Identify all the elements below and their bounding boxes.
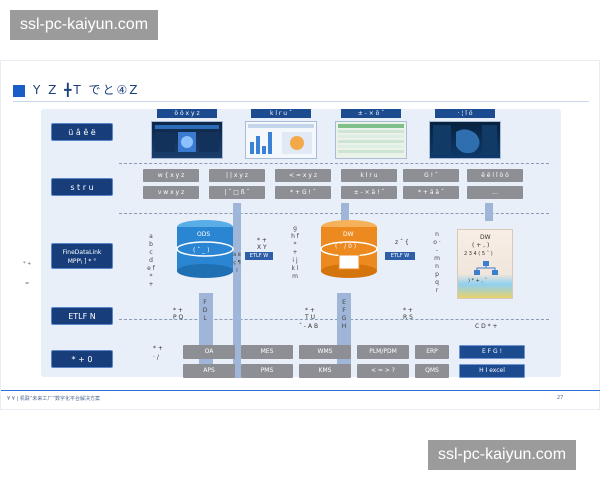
watermark-top: ssl-pc-kaiyun.com <box>10 10 159 40</box>
arrow-column-main <box>233 203 241 378</box>
rs-top: * + <box>403 307 413 314</box>
app-box-2b: | ˆ □ ß ˆ <box>209 186 265 199</box>
row-label-application: s t r u <box>51 178 113 196</box>
ods-database-icon <box>176 220 234 278</box>
pq-label: P Q <box>173 314 184 321</box>
dw-sub: ( ˆ / 0 ) <box>335 243 357 250</box>
title-mark-icon <box>13 85 25 97</box>
watermark-bottom: ssl-pc-kaiyun.com <box>428 440 577 470</box>
app-box-1a: w { x y z <box>143 169 199 182</box>
col-text-mid: g h f * + i j k l m <box>291 225 299 280</box>
app-box-2a: | | x y z <box>209 169 265 182</box>
ods-label: ODS <box>197 231 211 238</box>
dw2-sub: ( + , ) <box>472 242 490 249</box>
dash-row-3 <box>119 319 549 320</box>
row-label-finedatalink-line1: FineDataLink <box>62 249 102 256</box>
system-other: < = > ? <box>357 364 409 378</box>
screenshot-dashboard-1 <box>151 121 223 159</box>
slide-title: Y Z ╋T でと④Z <box>33 83 140 97</box>
dw2-label: DW <box>480 234 491 241</box>
tu-top: * + <box>305 307 315 314</box>
arrow-column-main-label: ä ë ç ¶ ï <box>233 252 241 274</box>
dw2-line3: ) * + , ˆ <box>468 278 488 284</box>
flow-label-c: z ˆ { <box>395 239 409 246</box>
screenshot-dashboard-2 <box>245 121 317 159</box>
system-pms: PMS <box>241 364 293 378</box>
row-label-source: * + 0 <box>51 350 113 368</box>
ods-sub: ( ˆ _ ) <box>193 247 210 254</box>
left-side-label: * + <box>23 261 32 267</box>
screen-tag-1: ö ö x y z <box>157 109 217 118</box>
dw-label: DW <box>343 231 354 238</box>
app-box-4b: ± - × ä ! ˆ <box>341 186 397 199</box>
system-blue-1: E F G ! <box>459 345 525 359</box>
system-mes: MES <box>241 345 293 359</box>
system-aps: APS <box>183 364 235 378</box>
etl-arrow-1: ETLF W <box>245 252 273 260</box>
screen-tag-4: · ¦ î ö <box>435 109 495 118</box>
footer-divider <box>1 390 600 391</box>
etl-arrow-2: ETLF W <box>385 252 415 260</box>
footer-text: ¥ ¥ | 机联“未来工厂”数字化平台解决方案 <box>7 396 100 402</box>
row-label-finedatalink: FineDataLink MPP\ ] * ° <box>51 243 113 269</box>
system-plm: PLM/PDM <box>357 345 409 359</box>
footer-page-number: 27 <box>557 395 564 401</box>
system-oa: OA <box>183 345 235 359</box>
app-box-6b: … <box>467 186 523 199</box>
rs-label: R S <box>403 314 413 321</box>
dash-row-2 <box>119 213 549 214</box>
flow-label-a: * + <box>257 237 267 244</box>
row5-side-1: * + <box>153 345 163 352</box>
flow-label-b: X Y <box>257 244 267 251</box>
app-box-5b: * + ä ä ˆ <box>403 186 459 199</box>
fdl-label: F D L <box>202 299 208 322</box>
system-erp: ERP <box>415 345 449 359</box>
dashboard-4-graphic <box>433 125 497 155</box>
slide: Y Z ╋T でと④Z ü â ê ë s t r u FineDataLink… <box>0 60 600 410</box>
dash-row-1 <box>119 163 549 164</box>
row-label-etl: ETLF N <box>51 307 113 325</box>
network-icon <box>474 261 498 275</box>
dashboard-3-graphic <box>338 124 404 153</box>
app-box-3a: < = x y z <box>275 169 331 182</box>
dw2-panel: DW ( + , ) 2 3 4 ( 5 ˆ ) ) * + , ˆ <box>457 229 513 299</box>
dw2-line2: 2 3 4 ( 5 ˆ ) <box>464 251 493 257</box>
system-wms: WMS <box>299 345 351 359</box>
system-blue-2: H I excel <box>459 364 525 378</box>
dashboard-1-graphic <box>155 125 219 152</box>
screenshot-dashboard-3 <box>335 121 407 159</box>
app-box-5a: G ! ˆ <box>403 169 459 182</box>
screenshot-dashboard-4 <box>429 121 501 159</box>
dashboard-2-graphic <box>248 124 314 154</box>
pq-top: * + <box>173 307 183 314</box>
screen-tag-3: ± - × ö ˆ <box>341 109 401 118</box>
arrow-dw-up <box>341 203 349 221</box>
row-label-display: ü â ê ë <box>51 123 113 141</box>
system-qms: QMS <box>415 364 449 378</box>
app-box-4a: k l r u <box>341 169 397 182</box>
screen-tag-2: k l r u ˆ <box>251 109 311 118</box>
tu-label: T U <box>305 314 315 321</box>
ab-label: ˆ - A B <box>299 323 319 330</box>
col-text-left: a b c d e f * + <box>147 233 155 288</box>
row5-side-2: · / <box>153 354 159 361</box>
left-side-label-2: = <box>25 281 30 287</box>
arrow-dw2-up <box>485 203 493 221</box>
dw-database-icon <box>320 220 378 278</box>
app-box-1b: v w x y z <box>143 186 199 199</box>
cd-label: C D * + <box>475 323 498 330</box>
efgh-label: E F G H <box>341 299 347 330</box>
app-box-3b: * + G ! ˆ <box>275 186 331 199</box>
row-label-finedatalink-line2: MPP\ ] * ° <box>67 258 97 265</box>
col-text-right: n o · - m n p q r <box>433 231 441 294</box>
title-divider <box>13 101 589 102</box>
app-box-6a: ê ë í î ö ö <box>467 169 523 182</box>
system-kms: KMS <box>299 364 351 378</box>
